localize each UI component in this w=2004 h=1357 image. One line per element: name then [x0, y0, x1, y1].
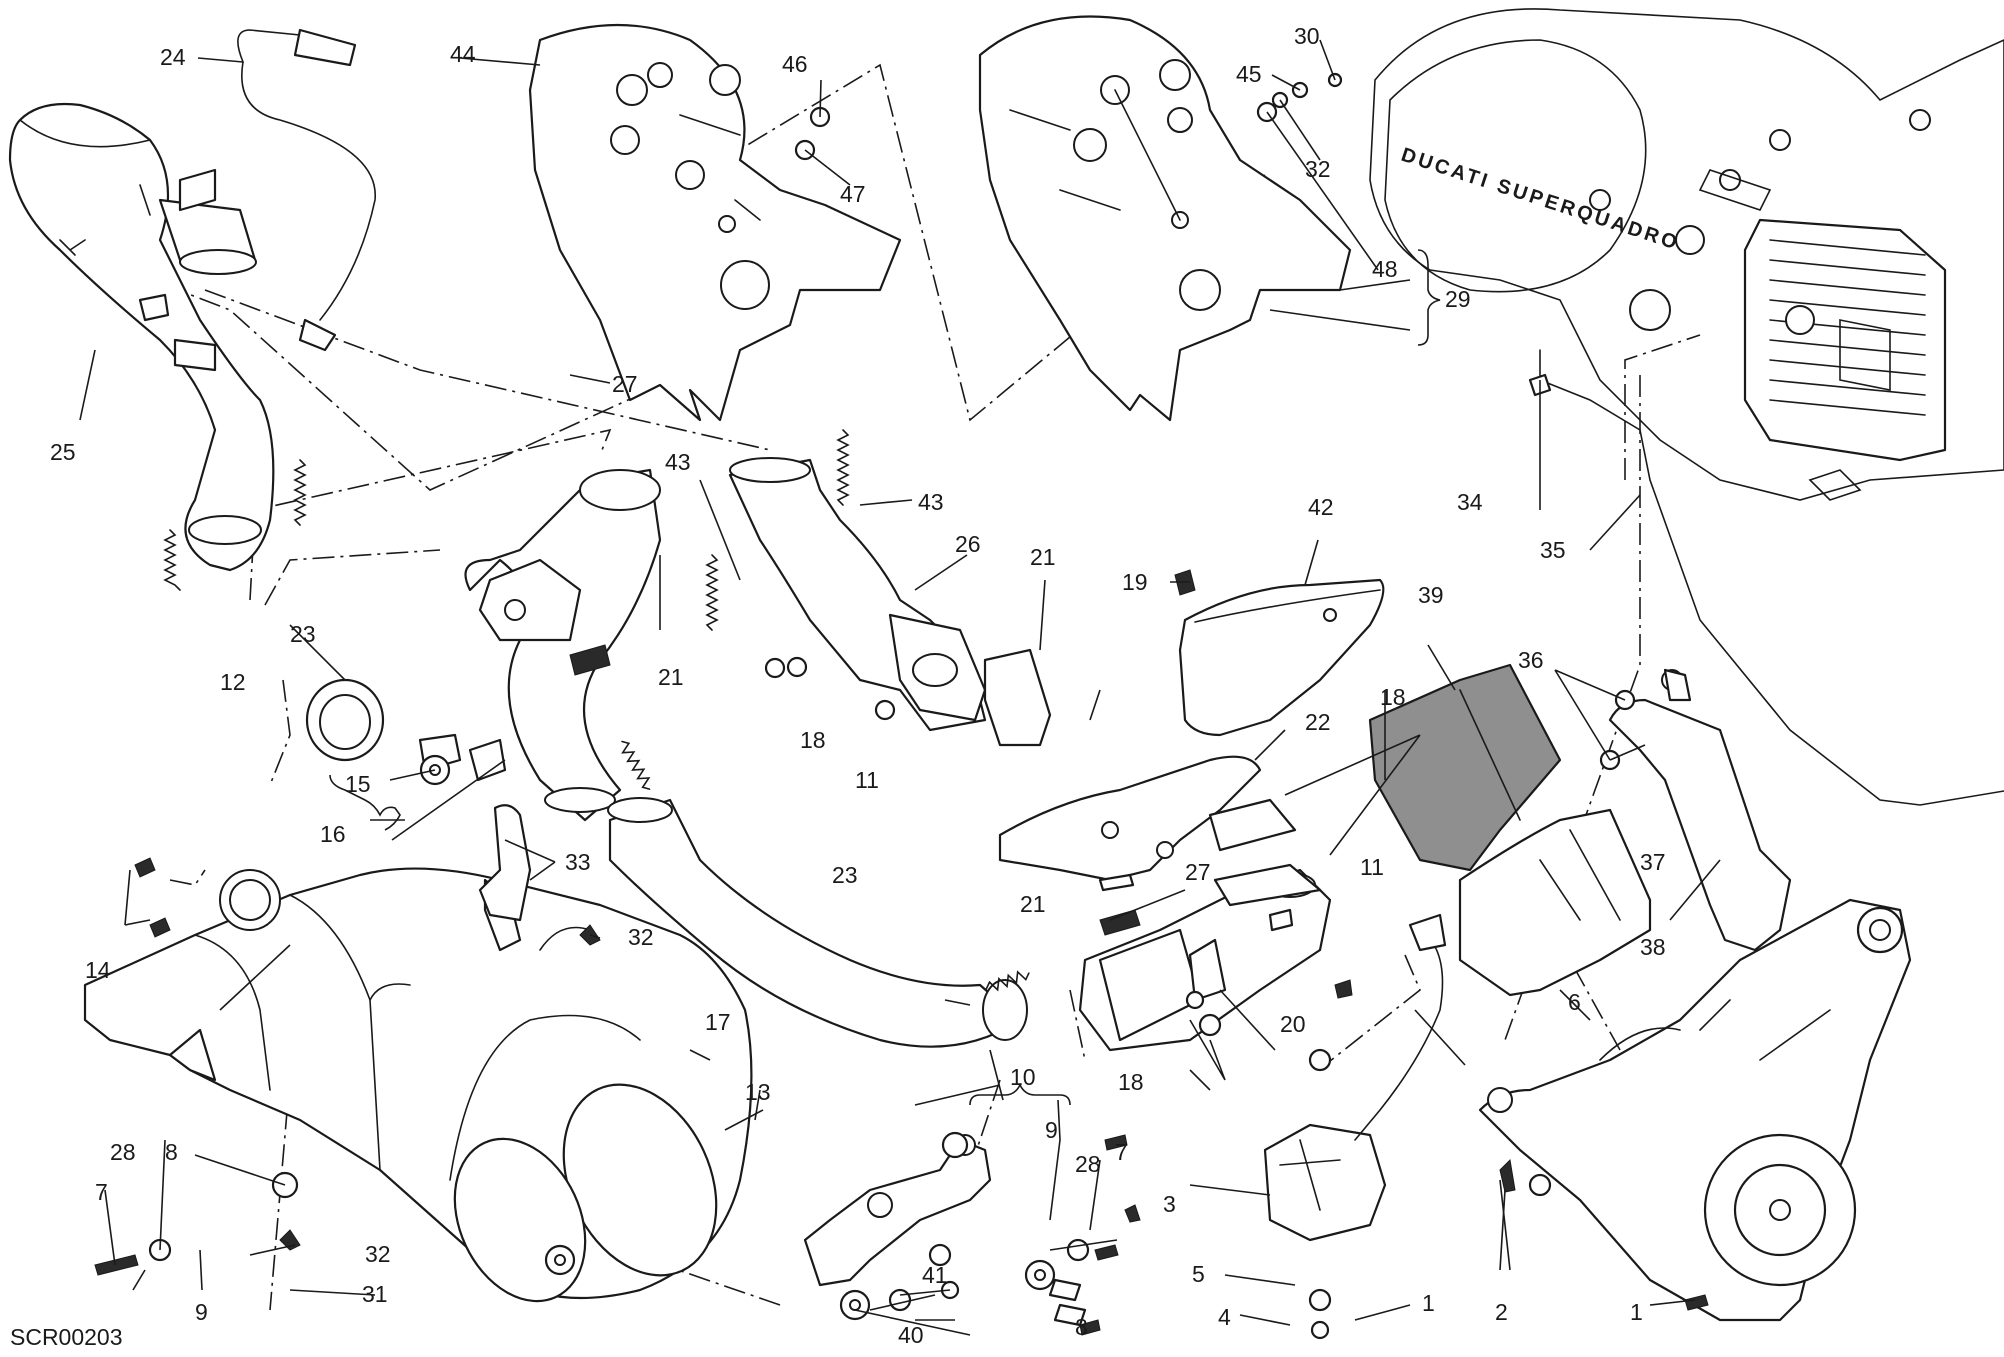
header-pipe-rear: [728, 457, 987, 732]
callout-47: 47: [840, 181, 866, 207]
hardware: [94, 72, 2004, 1340]
callout-23: 23: [290, 621, 316, 647]
callout-44: 44: [450, 41, 476, 67]
brace-29: [1417, 249, 1441, 346]
oil-cooler: [1743, 218, 1947, 462]
callout-21b: 18: [1380, 684, 1406, 710]
callout-42: 42: [1308, 494, 1334, 520]
callout-31: 31: [362, 1281, 388, 1307]
callout-23c: 21: [1020, 891, 1046, 917]
callout-35: 35: [1540, 537, 1566, 563]
callout-4: 4: [1218, 1304, 1231, 1330]
callout-25: 25: [50, 439, 76, 465]
callout-34: 34: [1457, 489, 1483, 515]
muffler-assembly: [83, 809, 753, 1303]
callout-43b: 43: [918, 489, 944, 515]
callout-21: 21: [1030, 544, 1056, 570]
mid-pipe: [607, 797, 1028, 1048]
fan-assembly: [1478, 898, 1912, 1322]
callout-39: 39: [1418, 582, 1444, 608]
callout-43: 43: [665, 449, 691, 475]
cover-6: [1458, 808, 1652, 997]
callout-labels: 24 44 46 47 30 45 32 48 29 25 27 43 43 2…: [10, 23, 1666, 1350]
callout-11b: 11: [1360, 854, 1384, 880]
diagram-ref-code: SCR00203: [10, 1324, 123, 1350]
callout-32b: 32: [365, 1241, 391, 1267]
callout-30: 30: [1294, 23, 1320, 49]
mid-pipe-rear: [1078, 868, 1332, 1052]
engine-lettering: DUCATI SUPERQUADRO: [1398, 144, 1682, 255]
bracket-38: [1608, 668, 1792, 952]
engine-block: DUCATI SUPERQUADRO: [1369, 8, 2004, 501]
callout-27b: 27: [1185, 859, 1211, 885]
callout-19: 19: [1122, 569, 1148, 595]
bracket-33: [478, 804, 532, 922]
callout-41: 41: [922, 1262, 948, 1288]
callout-46b: 32: [1305, 156, 1331, 182]
callout-27: 27: [612, 371, 638, 397]
callout-2: 2: [1495, 1299, 1508, 1325]
callout-48: 48: [1372, 256, 1398, 282]
lambda-sensor-top: [237, 28, 376, 352]
callout-24b: 23: [832, 862, 858, 888]
callout-26: 26: [955, 531, 981, 557]
brace-10: [969, 1083, 1071, 1106]
callout-9b: 9: [195, 1299, 208, 1325]
callout-20: 20: [1280, 1011, 1306, 1037]
callout-10: 10: [1010, 1064, 1036, 1090]
callout-14: 14: [85, 957, 111, 983]
callout-29: 29: [1445, 286, 1471, 312]
callout-7: 7: [1115, 1139, 1128, 1165]
callout-1: 1: [1422, 1290, 1435, 1316]
callout-18b: 18: [1118, 1069, 1144, 1095]
callout-45: 45: [1236, 61, 1262, 87]
air-pump-3: [1263, 913, 1447, 1242]
callout-17: 17: [705, 1009, 731, 1035]
callout-38: 38: [1640, 934, 1666, 960]
collector-pipe: [418, 468, 662, 822]
callout-28: 28: [1075, 1151, 1101, 1177]
leader-lines: [79, 39, 1721, 1336]
callout-36: 36: [1518, 647, 1544, 673]
callout-12: 12: [220, 669, 246, 695]
callout-22: 22: [1305, 709, 1331, 735]
callout-8: 8: [165, 1139, 178, 1165]
callout-18: 18: [800, 727, 826, 753]
callout-15: 15: [345, 771, 371, 797]
brace-16: [329, 774, 401, 831]
callout-23b: 21: [658, 664, 684, 690]
callout-13: 13: [745, 1079, 771, 1105]
heat-shield-29: [978, 15, 1352, 422]
cover-39: [1368, 663, 1562, 872]
callout-9: 9: [1045, 1117, 1058, 1143]
heat-shield-44: [528, 23, 902, 422]
callout-28b: 28: [110, 1139, 136, 1165]
header-pipe-front: [8, 102, 275, 572]
callout-1b: 1: [1630, 1299, 1643, 1325]
heat-shield-42: [1178, 578, 1385, 737]
callout-3: 3: [1163, 1191, 1176, 1217]
callout-7b: 7: [95, 1179, 108, 1205]
callout-16: 16: [320, 821, 346, 847]
callout-11: 11: [855, 767, 879, 793]
heat-shield-22: [998, 755, 1262, 882]
callout-46: 46: [782, 51, 808, 77]
callout-8b: 8: [1075, 1314, 1088, 1340]
callout-32: 32: [628, 924, 654, 950]
bracket-10: [803, 1134, 992, 1287]
callout-33: 33: [565, 849, 591, 875]
callout-6: 6: [1568, 989, 1581, 1015]
callout-5: 5: [1192, 1261, 1205, 1287]
callout-37: 37: [1640, 849, 1666, 875]
callout-24: 24: [160, 44, 186, 70]
callout-40: 40: [898, 1322, 924, 1348]
